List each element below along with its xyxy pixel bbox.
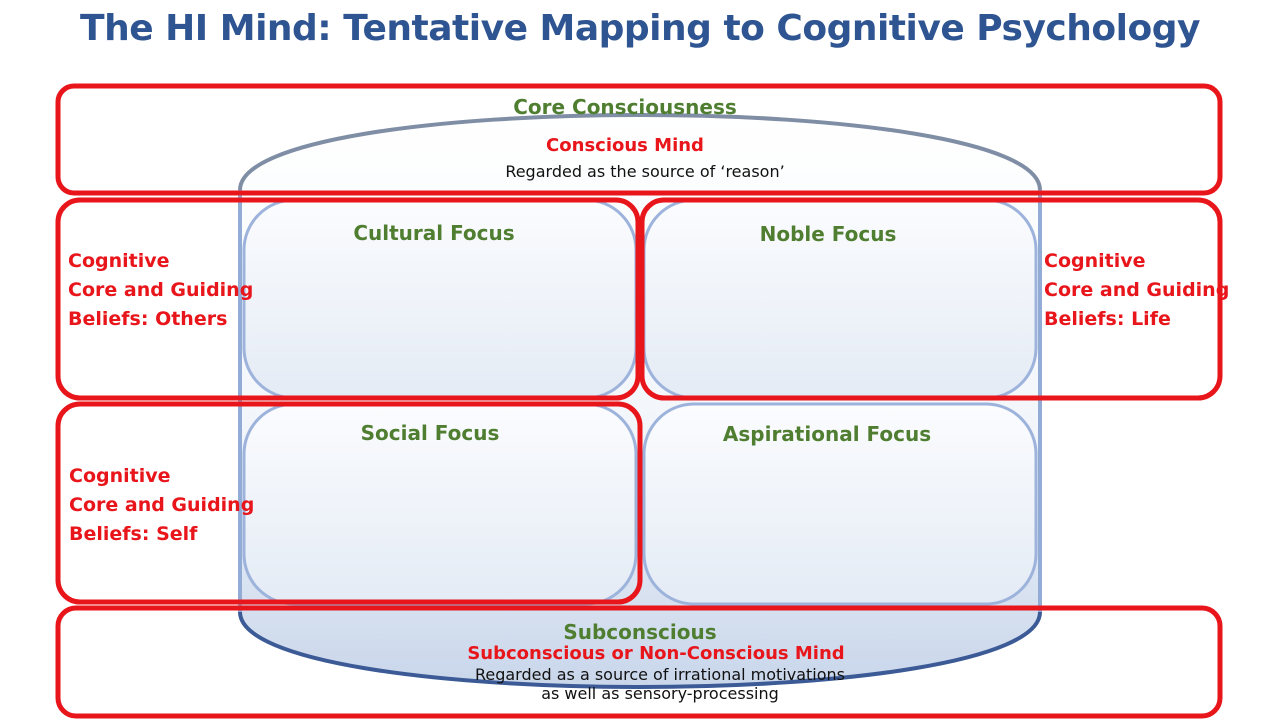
- subconscious-mind-label: Subconscious or Non-Conscious Mind: [467, 643, 845, 664]
- subconscious-description: Regarded as a source of irrational motiv…: [0, 665, 1280, 703]
- beliefs-others-line-3: Beliefs: Others: [68, 308, 228, 330]
- core-consciousness-heading: Core Consciousness: [513, 95, 737, 119]
- beliefs-self-outline: [55, 401, 643, 605]
- beliefs-others-label: Cognitive Core and Guiding Beliefs: Othe…: [68, 247, 253, 334]
- core-consciousness-outline: [55, 83, 1223, 196]
- subconscious-heading: Subconscious: [563, 620, 717, 644]
- beliefs-life-label: Cognitive Core and Guiding Beliefs: Life: [1044, 247, 1229, 334]
- page-title: The HI Mind: Tentative Mapping to Cognit…: [80, 8, 1200, 49]
- subconscious-outline: [55, 605, 1223, 719]
- beliefs-self-label: Cognitive Core and Guiding Beliefs: Self: [69, 462, 254, 549]
- social-focus-label: Social Focus: [360, 421, 500, 445]
- beliefs-self-line-3: Beliefs: Self: [69, 523, 198, 545]
- capsule-bottom-outline: [238, 611, 1042, 689]
- capsule-top-outline: [238, 113, 1042, 191]
- beliefs-self-line-2: Core and Guiding: [69, 494, 255, 516]
- beliefs-life-outline: [639, 197, 1223, 401]
- conscious-mind-label: Conscious Mind: [546, 135, 704, 156]
- subconscious-description-line-2: as well as sensory-processing: [541, 684, 779, 703]
- cultural-focus-label: Cultural Focus: [353, 221, 515, 245]
- beliefs-self-line-1: Cognitive: [69, 465, 171, 487]
- beliefs-others-line-2: Core and Guiding: [68, 279, 254, 301]
- conscious-mind-description: Regarded as the source of ‘reason’: [505, 162, 785, 181]
- subconscious-description-line-1: Regarded as a source of irrational motiv…: [474, 665, 846, 684]
- beliefs-life-line-3: Beliefs: Life: [1044, 308, 1171, 330]
- aspirational-focus-box: [642, 402, 1038, 606]
- beliefs-others-line-1: Cognitive: [68, 250, 170, 272]
- noble-focus-label: Noble Focus: [759, 222, 897, 246]
- beliefs-others-outline: [55, 197, 641, 401]
- beliefs-life-line-2: Core and Guiding: [1044, 279, 1230, 301]
- beliefs-life-line-1: Cognitive: [1044, 250, 1146, 272]
- aspirational-focus-label: Aspirational Focus: [722, 422, 932, 446]
